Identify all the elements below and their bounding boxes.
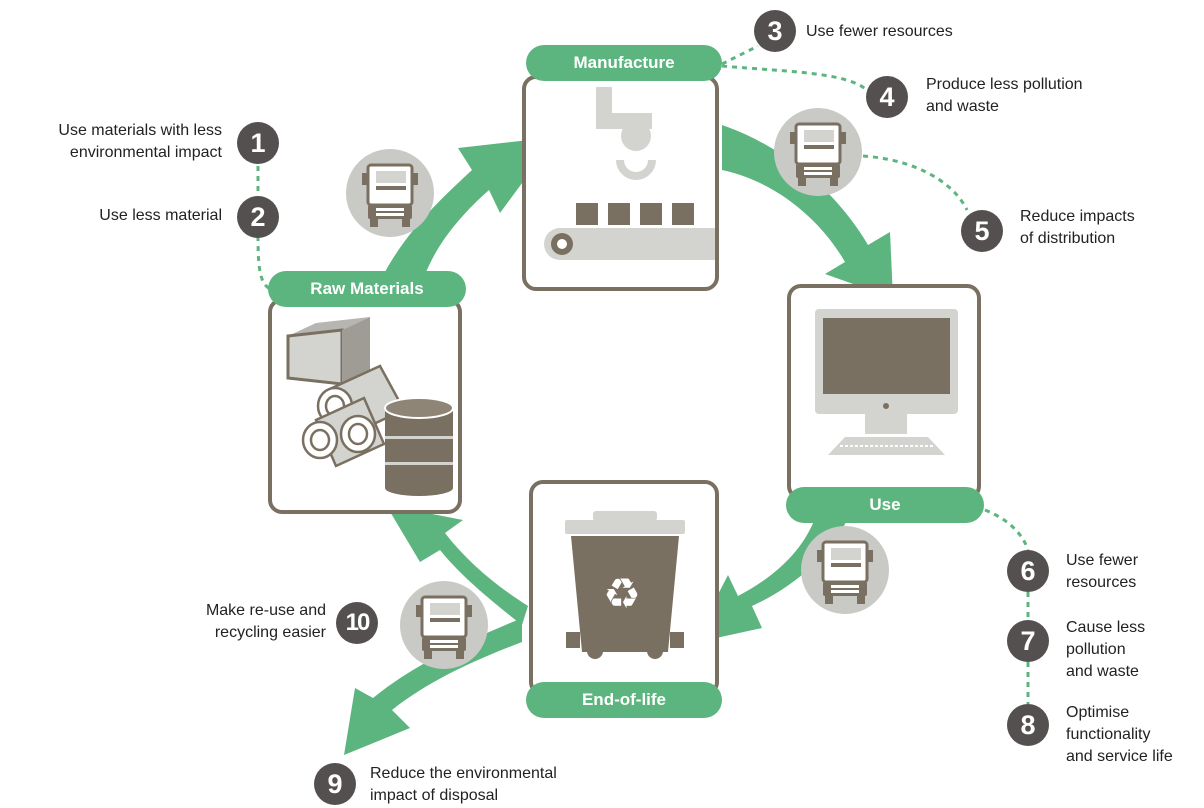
truck-endoflife-raw [400, 581, 488, 669]
step-number-7: 7 [1007, 620, 1049, 662]
step-text-9: Reduce the environmental impact of dispo… [370, 765, 557, 804]
step-number-1: 1 [237, 122, 279, 164]
stage-label-raw-materials: Raw Materials [268, 271, 466, 307]
step-number-2: 2 [237, 196, 279, 238]
manufacture-box [522, 75, 719, 291]
step-number-3: 3 [754, 10, 796, 52]
arrow-manufacture-to-use [722, 125, 893, 298]
oil-barrel-icon [384, 397, 454, 496]
step-number-8: 8 [1007, 704, 1049, 746]
step-text-4: Produce less pollution and waste [926, 76, 1083, 115]
step-number-5: 5 [961, 210, 1003, 252]
connector-use-6 [984, 508, 1030, 551]
end-of-life-box: ♻ [529, 480, 719, 696]
step-number-4: 4 [866, 76, 908, 118]
computer-icon [815, 309, 958, 455]
truck-use-endoflife [801, 526, 889, 614]
arrow-endoflife-to-raw [386, 505, 528, 625]
step-text-10: Make re-use and recycling easier [205, 602, 326, 641]
step-text-3: Use fewer resources [806, 23, 953, 40]
arrow-raw-to-manufacture [372, 137, 556, 300]
stage-label-use: Use [786, 487, 984, 523]
step-text-7: Cause less pollution and waste [1066, 619, 1146, 680]
recycling-bin-icon [565, 511, 685, 659]
dotted-connectors [256, 44, 1030, 704]
truck-raw-manufacture [346, 149, 434, 237]
step-text-6: Use fewer resources [1066, 552, 1139, 591]
step-text-2: Use less material [99, 207, 222, 224]
use-box [787, 284, 981, 500]
raw-materials-box [268, 298, 462, 514]
step-number-6: 6 [1007, 550, 1049, 592]
connector-manufacture-4 [721, 64, 871, 94]
step-text-5: Reduce impacts of distribution [1020, 208, 1135, 247]
stage-label-end-of-life: End-of-life [526, 682, 722, 718]
recycle-icon: ♻ [603, 569, 641, 618]
step-number-10: 10 [336, 602, 378, 644]
step-text-8: Optimise functionality and service life [1066, 704, 1173, 765]
connector-manufacture-3 [721, 44, 759, 66]
boxes-on-belt [576, 203, 694, 225]
connector-truck-5 [862, 154, 969, 211]
stage-label-manufacture: Manufacture [526, 45, 722, 81]
step-text-1: Use materials with less environmental im… [58, 122, 222, 161]
conveyor-belt-icon [544, 228, 715, 260]
truck-manufacture-use [774, 108, 862, 196]
step-number-9: 9 [314, 763, 356, 805]
robot-arm-icon [596, 87, 656, 180]
